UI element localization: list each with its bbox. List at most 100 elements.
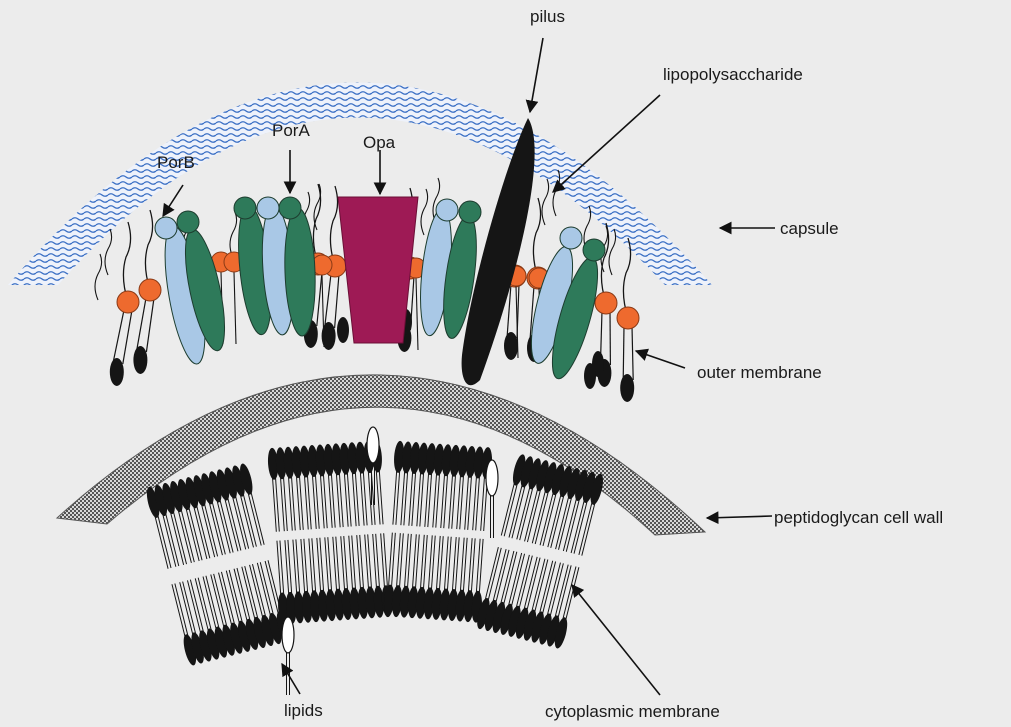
lipid-tail <box>524 557 537 609</box>
lipid-tail <box>233 497 246 549</box>
lps-tail <box>113 310 124 364</box>
lipid-tail <box>178 510 191 562</box>
lipids-arrow <box>282 664 300 694</box>
lipid-tail <box>493 549 506 601</box>
lipid-tail <box>172 584 185 636</box>
lipid-tail <box>212 502 225 554</box>
lipid-tail <box>248 493 261 545</box>
lipids-label: lipids <box>284 701 323 720</box>
lipid-tail <box>206 576 219 628</box>
lipid-tail <box>183 582 196 634</box>
lps-head <box>139 279 161 301</box>
lipid-tail-end <box>584 363 596 389</box>
porin-head <box>234 197 256 219</box>
lps-tail-end <box>133 346 147 374</box>
lipid-tail <box>198 578 211 630</box>
lipid-tail <box>501 483 514 535</box>
lipid-tail <box>171 512 184 564</box>
lipid-tail <box>556 497 569 549</box>
lps-chain <box>145 210 152 290</box>
lipid-tail <box>180 582 193 634</box>
lipid-tail <box>535 560 548 612</box>
lps-tail <box>123 310 132 364</box>
opa-label: Opa <box>363 133 396 152</box>
lipid-tail <box>221 572 234 624</box>
lipid-tail-end <box>337 317 349 343</box>
lps-head <box>595 292 617 314</box>
lps-strand <box>609 229 616 275</box>
lps-chain <box>123 222 130 302</box>
lipid-tail <box>579 502 592 554</box>
lps-tail <box>335 274 339 328</box>
lipid-tail <box>187 580 200 632</box>
cytoplasmic-membrane-group <box>144 427 605 695</box>
porin-head <box>583 239 605 261</box>
lps-strand <box>95 254 102 300</box>
lipid-tail <box>525 489 538 541</box>
lipid-tail <box>548 495 561 547</box>
cytoplasmic-membrane-label: cytoplasmic membrane <box>545 702 720 721</box>
lipid-tail <box>181 510 194 562</box>
lipid-tail <box>527 558 540 610</box>
lipid-tail <box>257 563 270 615</box>
lipopolysaccharide-label: lipopolysaccharide <box>663 65 803 84</box>
lipid-tail <box>202 505 215 557</box>
lipid-tail <box>250 565 263 617</box>
lipopolysaccharide-arrow <box>553 95 660 192</box>
porB-label: PorB <box>157 153 195 172</box>
lipid-tail <box>226 571 239 623</box>
hollow-lipid-head <box>486 460 498 496</box>
hollow-lipid-head <box>282 617 294 653</box>
lps-tail <box>146 298 154 352</box>
lipid-tail <box>155 516 168 568</box>
lipid-tail <box>163 514 176 566</box>
lipid-tail <box>242 567 255 619</box>
lipid-tail <box>563 567 576 619</box>
lipid-tail <box>501 551 514 603</box>
lps-strand <box>421 189 428 235</box>
pilus-arrow <box>530 38 543 112</box>
lps-tail <box>632 326 633 380</box>
lipid-stem <box>416 278 418 350</box>
lipid-tail <box>195 578 208 630</box>
lps-tail <box>623 326 624 380</box>
lipid-tail <box>519 556 532 608</box>
bilayer-segment <box>383 441 493 623</box>
lipid-tail <box>240 495 253 547</box>
lipid-tail <box>217 501 230 553</box>
lipid-tail <box>234 569 247 621</box>
lipid-tail <box>496 550 509 602</box>
lps-tail-end <box>504 332 518 360</box>
lipid-tail <box>166 514 179 566</box>
lipid-tail <box>559 497 572 549</box>
lipid-tail <box>516 555 529 607</box>
lipid-tail <box>252 564 265 616</box>
hollow-lipid-head <box>367 427 379 463</box>
lipid-tail <box>228 498 241 550</box>
lipid-tail <box>504 552 517 604</box>
lipid-stem <box>234 272 236 344</box>
porin-head <box>279 197 301 219</box>
lipid-tail <box>566 499 579 551</box>
lps-strand <box>542 179 549 225</box>
lps-tail-end <box>620 374 634 402</box>
lipid-tail <box>194 507 207 559</box>
lps-head <box>617 307 639 329</box>
pilus-label: pilus <box>530 7 565 26</box>
porin-head <box>436 199 458 221</box>
lps-head <box>117 291 139 313</box>
lipid-tail <box>229 570 242 622</box>
lipid-tail <box>535 492 548 544</box>
lipid-tail <box>173 512 186 564</box>
bilayer-segment <box>144 462 291 666</box>
lipid-tail <box>547 563 560 615</box>
lipid-tail <box>509 485 522 537</box>
lipid-tail <box>512 486 525 538</box>
lipid-tail <box>504 484 517 536</box>
lipid-tail <box>245 566 258 618</box>
peptidoglycan-label: peptidoglycan cell wall <box>774 508 943 527</box>
lipid-tail <box>260 562 273 614</box>
lipid-tail <box>186 509 199 561</box>
